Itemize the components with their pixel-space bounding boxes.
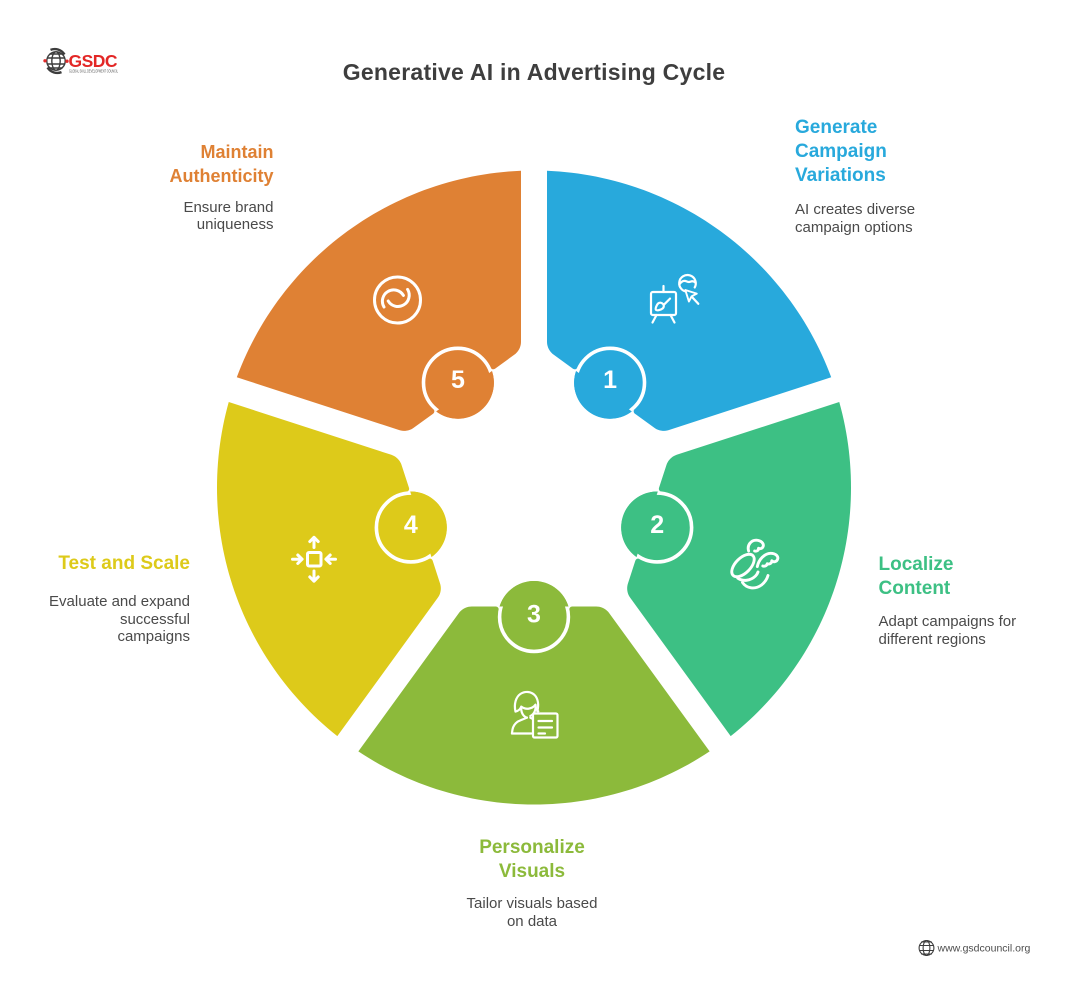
svg-text:GLOBAL SKILL DEVELOPMENT COUNC: GLOBAL SKILL DEVELOPMENT COUNCIL (69, 69, 118, 74)
svg-text:GSDC: GSDC (69, 51, 118, 71)
svg-text:4: 4 (404, 511, 418, 539)
svg-text:1: 1 (603, 366, 617, 394)
svg-text:2: 2 (650, 511, 664, 539)
svg-text:5: 5 (451, 366, 465, 394)
svg-text:www.gsdcouncil.org: www.gsdcouncil.org (937, 943, 1031, 955)
svg-text:3: 3 (527, 601, 541, 629)
